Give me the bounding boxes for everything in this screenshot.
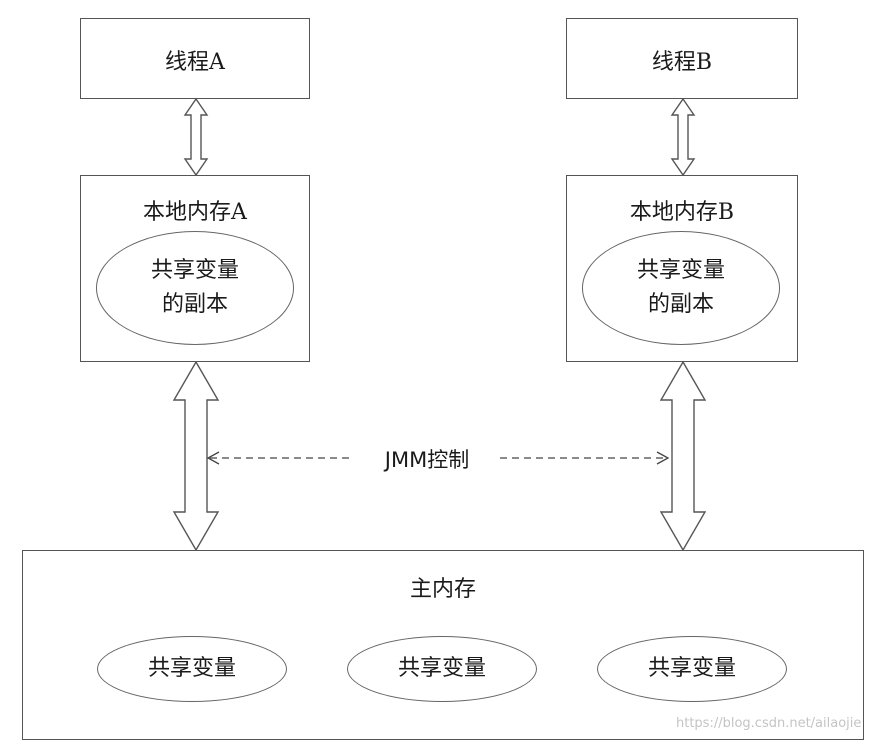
thread-a-label: 线程A [165,50,225,75]
local-memory-a-label: 本地内存A [143,200,247,225]
shared-variable-copy-b: 共享变量 的副本 [582,231,780,345]
thread-b-box: 线程B [566,18,798,99]
shared-variable-3: 共享变量 [597,636,787,702]
shared-variable-copy-a: 共享变量 的副本 [96,231,294,345]
shared-variable-1: 共享变量 [97,636,287,702]
shared-variable-2: 共享变量 [347,636,537,702]
jmm-arrowhead-left [206,451,220,465]
double-arrow-local-b-main [659,360,707,552]
main-memory-label: 主内存 [409,577,476,602]
jmm-control-label: JMM控制 [384,448,470,472]
shared-variable-2-label: 共享变量 [397,656,486,681]
jmm-arrowhead-right [656,451,670,465]
shared-variable-3-label: 共享变量 [647,656,736,681]
shared-variable-1-label: 共享变量 [147,656,236,681]
local-memory-b-box: 本地内存B 共享变量 的副本 [566,175,798,362]
watermark-text: https://blog.csdn.net/ailaojie [676,716,862,731]
double-arrow-thread-b [670,97,696,177]
main-memory-box: 主内存 共享变量 共享变量 共享变量 [22,550,864,740]
local-memory-a-box: 本地内存A 共享变量 的副本 [80,175,310,362]
shared-variable-copy-b-label: 共享变量 的副本 [636,258,725,317]
double-arrow-thread-a [183,97,209,177]
thread-a-box: 线程A [80,18,310,99]
shared-variable-copy-a-label: 共享变量 的副本 [150,258,239,317]
local-memory-b-label: 本地内存B [629,200,735,225]
thread-b-label: 线程B [651,50,713,75]
